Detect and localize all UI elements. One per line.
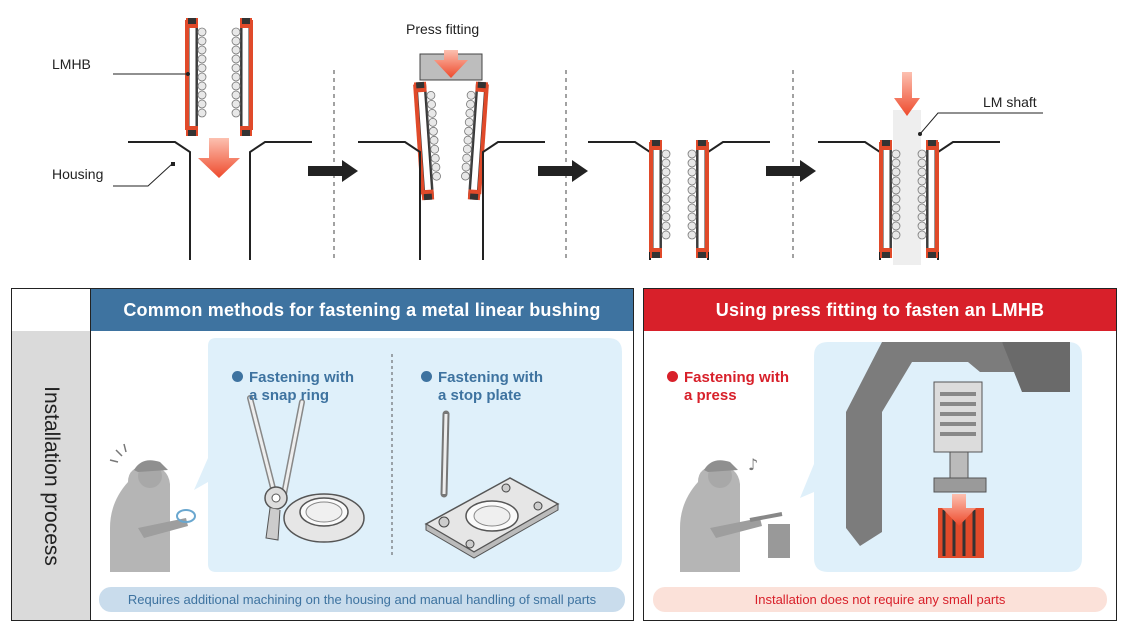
method-press-line2: a press (684, 387, 737, 404)
stage-4 (818, 72, 1043, 265)
method-snap-line1: Fastening with (249, 369, 354, 386)
press-method-note: Installation does not require any small … (653, 587, 1107, 612)
stop-plate-assembly (424, 410, 560, 559)
installation-process-label: Installation process (40, 385, 63, 566)
right-arrow-icon (766, 160, 816, 182)
press-method-header: Using press fitting to fasten an LMHB (644, 289, 1116, 331)
installation-sequence-diagram (113, 0, 1043, 265)
lmhb-label: LMHB (52, 56, 91, 72)
down-arrow-icon (894, 72, 920, 116)
snap-ring-pliers (247, 395, 365, 543)
method-press-line1: Fastening with (684, 369, 789, 386)
hand-press-icon (768, 524, 790, 558)
worker-figure: ♪ (680, 455, 790, 572)
stage-3 (588, 140, 770, 260)
down-arrow-icon (198, 138, 240, 178)
method-snap-ring: Fastening with a snap ring (232, 369, 354, 405)
method-stop-line2: a stop plate (438, 387, 522, 404)
method-stop-line1: Fastening with (438, 369, 543, 386)
lmhb-bushing (185, 18, 253, 136)
common-methods-header: Common methods for fastening a metal lin… (91, 289, 633, 331)
common-methods-illustration (109, 338, 622, 572)
press-fitting-label: Press fitting (406, 21, 480, 37)
side-header-cell: Installation process (12, 331, 91, 620)
lmhb-bushing-compressed (413, 81, 442, 200)
method-press: Fastening with a press (667, 369, 789, 405)
bullet-icon (421, 371, 432, 382)
housing-leader-line (113, 163, 173, 187)
method-snap-line2: a snap ring (249, 387, 330, 404)
press-method-illustration: ♪ (680, 342, 1082, 572)
housing-wall-right (249, 141, 312, 260)
table-corner-cell (12, 289, 91, 332)
stage-2 (358, 50, 545, 260)
svg-text:♪: ♪ (748, 455, 758, 474)
right-arrow-icon (538, 160, 588, 182)
right-arrow-icon (308, 160, 358, 182)
bullet-icon (232, 371, 243, 382)
down-arrow-icon (434, 50, 468, 78)
common-methods-table: Installation process Common methods for … (11, 288, 634, 621)
housing-label: Housing (52, 166, 104, 182)
housing-wall-left (128, 141, 191, 260)
bullet-icon (667, 371, 678, 382)
common-methods-note: Requires additional machining on the hou… (99, 587, 625, 612)
press-tool (846, 342, 1070, 558)
down-arrow-icon (942, 494, 976, 526)
lm-shaft-leader-line (919, 112, 1043, 135)
lm-shaft-label: LM shaft (983, 94, 1037, 110)
small-part-icon (176, 509, 196, 523)
worker-figure (109, 443, 196, 572)
method-stop-plate: Fastening with a stop plate (421, 369, 543, 405)
press-method-table: Using press fitting to fasten an LMHB (643, 288, 1117, 621)
stage-1 (113, 18, 312, 260)
screw-icon (438, 516, 450, 528)
